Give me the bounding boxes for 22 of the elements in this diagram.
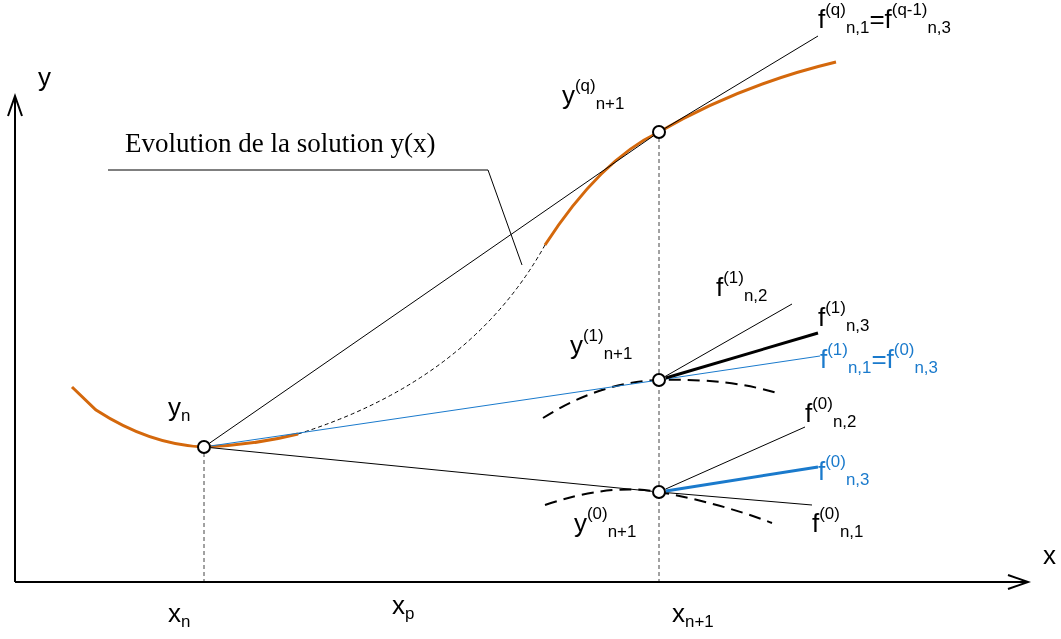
tick-label: x$_{n+1}$ bbox=[672, 598, 714, 628]
axis-label: x bbox=[1043, 540, 1056, 570]
point-marker bbox=[652, 125, 666, 139]
slope-line bbox=[210, 380, 653, 447]
slope-line bbox=[210, 447, 653, 492]
point-marker bbox=[197, 440, 211, 454]
slope-line bbox=[209, 135, 654, 444]
axis-label: y bbox=[38, 62, 51, 92]
annotation-text: Evolution de la solution y(x) bbox=[125, 128, 436, 158]
slope-line bbox=[665, 355, 821, 380]
point-marker bbox=[652, 485, 666, 499]
slope-line bbox=[665, 492, 813, 506]
tick-label: x$_{n}$ bbox=[168, 598, 191, 628]
point-marker bbox=[652, 373, 666, 387]
point-label: y$_{n}$ bbox=[168, 392, 191, 422]
slope-line bbox=[664, 303, 793, 378]
slope-line bbox=[665, 331, 819, 380]
leader-line bbox=[107, 169, 523, 266]
tick-label: x$_{p}$ bbox=[392, 590, 415, 620]
slope-line bbox=[664, 35, 819, 129]
slope-line bbox=[664, 426, 806, 490]
slope-line bbox=[665, 465, 819, 493]
